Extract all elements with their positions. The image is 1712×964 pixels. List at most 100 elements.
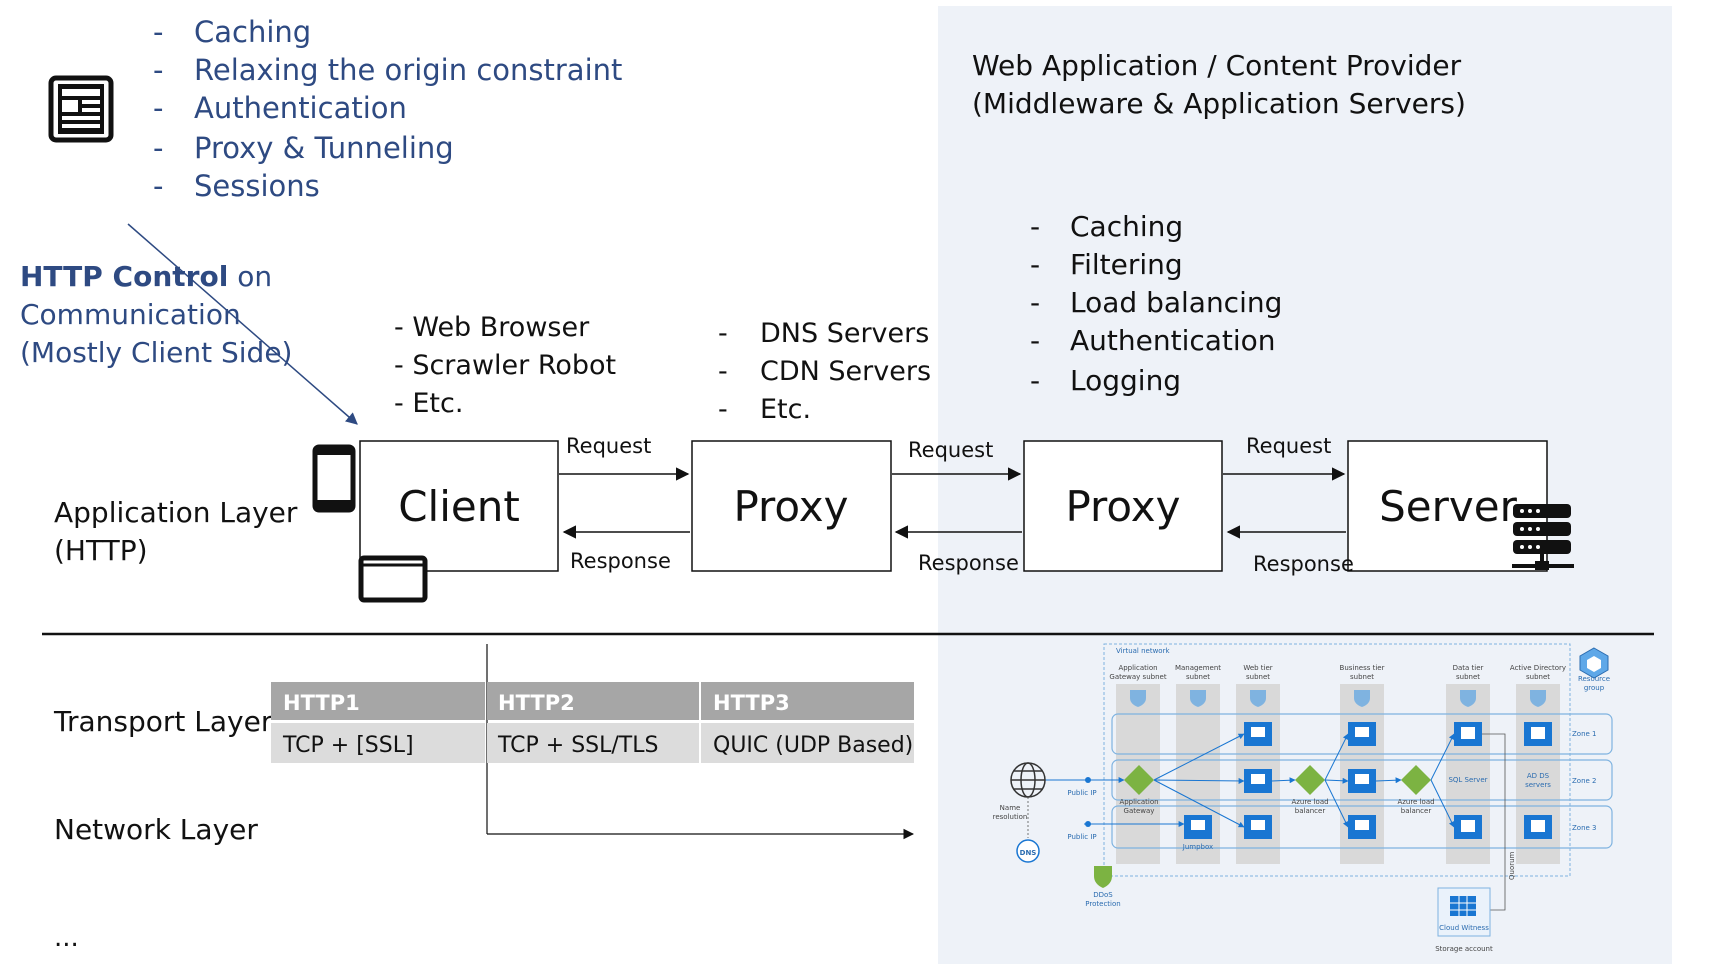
svg-text:-: - <box>1030 324 1040 357</box>
proxy-box-1 <box>691 440 892 572</box>
svg-text:Storage account: Storage account <box>1435 945 1493 953</box>
svg-text:- Scrawler Robot: - Scrawler Robot <box>394 350 616 381</box>
svg-text:Application: Application <box>1119 798 1158 806</box>
svg-text:- Etc.: - Etc. <box>394 388 463 419</box>
svg-text:Active Directory: Active Directory <box>1510 664 1566 672</box>
more-ellipsis: ... <box>54 923 79 953</box>
svg-text:Data tier: Data tier <box>1453 664 1484 672</box>
svg-text:Business tier: Business tier <box>1340 664 1385 672</box>
svg-text:subnet: subnet <box>1246 673 1270 681</box>
vnet-label: Virtual network <box>1116 647 1170 655</box>
svg-text:Zone 1: Zone 1 <box>1572 730 1597 738</box>
svg-text:subnet: subnet <box>1350 673 1374 681</box>
svg-text:DDoS: DDoS <box>1093 891 1113 899</box>
svg-text:(Middleware & Application Serv: (Middleware & Application Servers) <box>972 87 1466 120</box>
svg-text:-: - <box>153 131 163 165</box>
svg-text:DNS: DNS <box>1020 849 1037 857</box>
feature-item: Filtering <box>1070 248 1183 281</box>
table-cell <box>487 723 699 763</box>
table-header-cell <box>271 682 485 720</box>
svg-text:HTTP Control on: HTTP Control on <box>20 260 272 293</box>
svg-text:HTTP1: HTTP1 <box>283 691 360 715</box>
transport-table: HTTP1 HTTP2 HTTP3 TCP + [SSL] TCP + SSL/… <box>271 682 914 763</box>
svg-text:-: - <box>153 91 163 125</box>
client-feature-list: - Caching - Relaxing the origin constrai… <box>153 15 622 203</box>
svg-text:-: - <box>718 318 728 349</box>
zone-band <box>1111 805 1613 849</box>
client-label: Client <box>398 482 520 531</box>
zone-band <box>1111 713 1613 755</box>
proxy-label-2: Proxy <box>1065 482 1180 531</box>
table-cell <box>701 723 914 763</box>
svg-text:(HTTP): (HTTP) <box>54 534 148 567</box>
svg-text:subnet: subnet <box>1456 673 1480 681</box>
client-examples: - Web Browser - Scrawler Robot - Etc. <box>394 312 616 419</box>
table-header-cell <box>487 682 699 720</box>
proxy-examples: - DNS Servers - CDN Servers - Etc. <box>718 318 931 425</box>
newspaper-icon <box>48 75 114 143</box>
svg-text:Jumpbox: Jumpbox <box>1182 843 1213 851</box>
azure-architecture-diagram: Virtual network Resource group Applicati… <box>993 643 1613 953</box>
svg-text:Quorum: Quorum <box>1508 851 1516 880</box>
feature-item: Sessions <box>194 169 320 203</box>
svg-text:-: - <box>1030 248 1040 281</box>
svg-text:-: - <box>1030 210 1040 243</box>
feature-item: Proxy & Tunneling <box>194 131 454 165</box>
transport-layer-label: Transport Layer <box>53 705 273 738</box>
request-label: Request <box>566 434 651 458</box>
feature-item: Authentication <box>194 91 407 125</box>
pointer-arrow <box>127 223 358 425</box>
svg-text:-: - <box>153 15 163 49</box>
load-balancer-icon <box>1401 765 1431 795</box>
svg-text:-: - <box>718 356 728 387</box>
svg-text:AD DS: AD DS <box>1527 772 1550 780</box>
request-response-arrows: Request Response Request Response Reques… <box>559 434 1354 576</box>
server-feature-list: - Caching - Filtering - Load balancing -… <box>1030 210 1282 397</box>
svg-text:Cloud Witness: Cloud Witness <box>1439 924 1489 932</box>
svg-text:-: - <box>718 394 728 425</box>
svg-text:Web Application / Content Prov: Web Application / Content Provider <box>972 49 1462 82</box>
server-label: Server <box>1379 482 1517 531</box>
phone-icon <box>312 444 356 513</box>
table-cell <box>271 723 485 763</box>
app-gateway-icon <box>1124 765 1154 795</box>
svg-text:Etc.: Etc. <box>760 394 811 425</box>
feature-item: Load balancing <box>1070 286 1282 319</box>
ddos-shield-icon <box>1094 866 1112 888</box>
svg-text:(Mostly Client Side): (Mostly Client Side) <box>20 336 292 369</box>
response-label: Response <box>1253 552 1354 576</box>
server-rack-icon <box>1512 504 1574 570</box>
feature-item: Authentication <box>1070 324 1276 357</box>
svg-text:Azure load: Azure load <box>1397 798 1434 806</box>
svg-text:CDN Servers: CDN Servers <box>760 356 931 387</box>
svg-text:Public IP: Public IP <box>1067 833 1096 841</box>
feature-item: Caching <box>194 15 311 49</box>
svg-text:Web tier: Web tier <box>1243 664 1272 672</box>
feature-item: Logging <box>1070 364 1181 397</box>
svg-text:-: - <box>153 53 163 87</box>
svg-text:Application Layer: Application Layer <box>54 496 298 529</box>
svg-text:TCP + SSL/TLS: TCP + SSL/TLS <box>497 733 658 758</box>
svg-text:subnet: subnet <box>1186 673 1210 681</box>
http-control-note: HTTP Control on Communication (Mostly Cl… <box>20 260 292 369</box>
svg-text:Resource: Resource <box>1578 675 1610 683</box>
application-layer-label: Application Layer (HTTP) <box>54 496 298 567</box>
resource-group-icon <box>1579 647 1609 679</box>
network-layer-label: Network Layer <box>54 813 258 846</box>
svg-text:QUIC (UDP Based): QUIC (UDP Based) <box>713 733 913 758</box>
svg-text:group: group <box>1584 684 1605 692</box>
svg-text:balancer: balancer <box>1295 807 1326 815</box>
proxy-label-1: Proxy <box>733 482 848 531</box>
svg-text:-: - <box>1030 364 1040 397</box>
svg-text:Name: Name <box>1000 804 1021 812</box>
table-header-cell <box>701 682 914 720</box>
feature-item: Caching <box>1070 210 1183 243</box>
svg-text:HTTP2: HTTP2 <box>498 691 575 715</box>
dns-icon <box>1016 839 1040 863</box>
svg-text:HTTP3: HTTP3 <box>713 691 790 715</box>
svg-text:servers: servers <box>1525 781 1551 789</box>
svg-text:Protection: Protection <box>1085 900 1120 908</box>
tablet-icon <box>358 555 428 603</box>
